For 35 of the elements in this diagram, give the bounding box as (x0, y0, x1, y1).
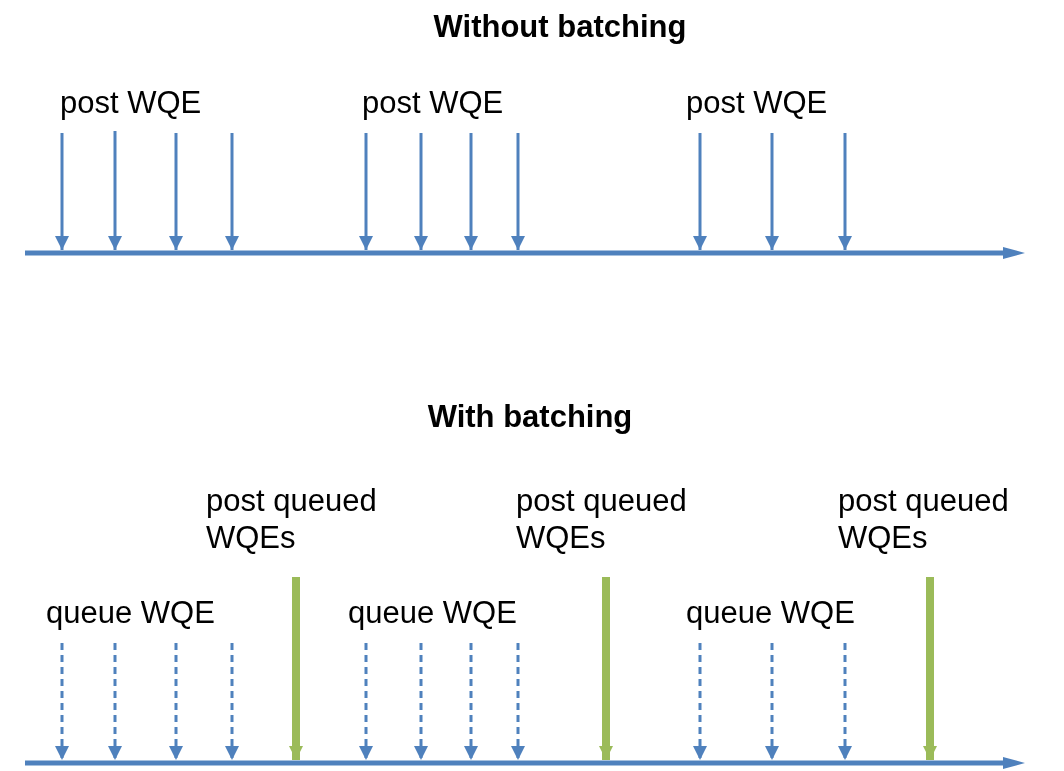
timeline-arrow (25, 757, 1025, 769)
arrow (108, 131, 122, 250)
arrow (838, 643, 852, 760)
step-label: queue WQE (348, 594, 518, 631)
arrow (511, 133, 525, 250)
arrow (414, 133, 428, 250)
arrow (225, 133, 239, 250)
step-label: post WQE (60, 84, 203, 121)
arrow (464, 133, 478, 250)
arrow (511, 643, 525, 760)
arrow (108, 643, 122, 760)
step-label: post queued WQEs (516, 482, 688, 556)
arrow (55, 133, 69, 250)
heading: With batching (426, 398, 634, 435)
arrow (838, 133, 852, 250)
arrow (414, 643, 428, 760)
arrow (464, 643, 478, 760)
arrow (693, 643, 707, 760)
step-label: post WQE (362, 84, 505, 121)
arrow (693, 133, 707, 250)
step-label: post queued WQEs (838, 482, 1010, 556)
arrow (225, 643, 239, 760)
step-label: queue WQE (46, 594, 216, 631)
arrow (765, 643, 779, 760)
step-label: post WQE (686, 84, 829, 121)
heading: Without batching (432, 8, 688, 45)
step-label: post queued WQEs (206, 482, 378, 556)
arrow (359, 133, 373, 250)
arrow (55, 643, 69, 760)
arrow (765, 133, 779, 250)
arrow (169, 133, 183, 250)
arrow (169, 643, 183, 760)
step-label: queue WQE (686, 594, 856, 631)
arrow (359, 643, 373, 760)
timeline-arrow (25, 247, 1025, 259)
